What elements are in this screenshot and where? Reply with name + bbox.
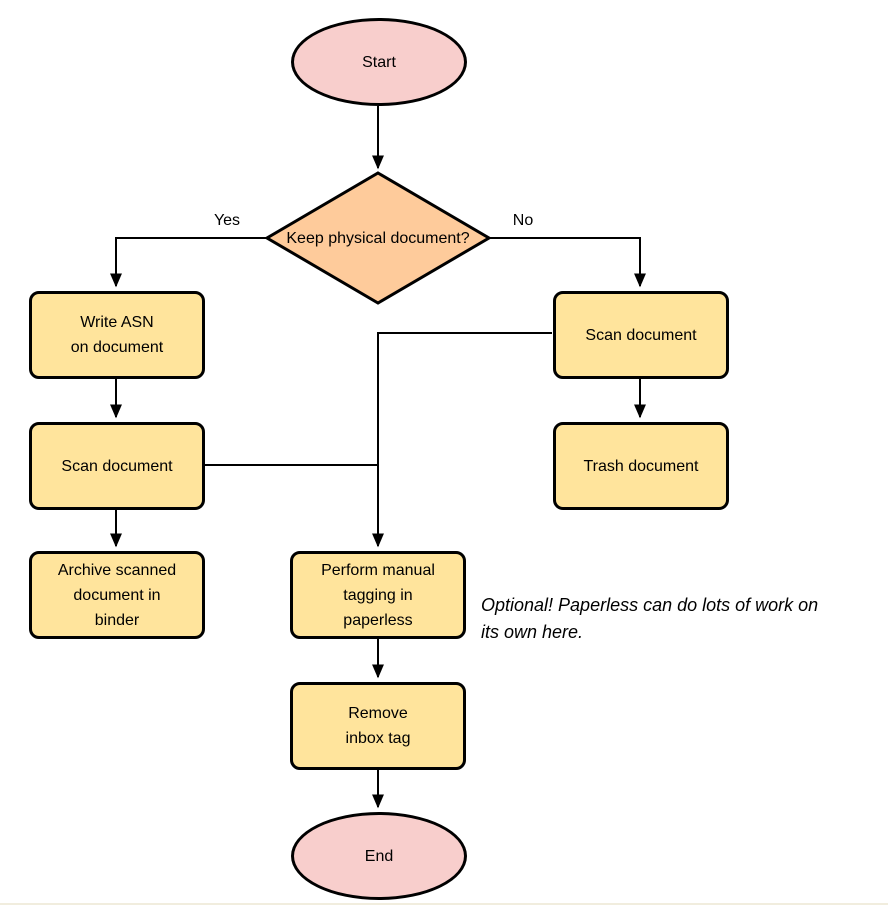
edge-label-yes: Yes <box>213 212 241 229</box>
decision-label: Keep physical document? <box>286 229 470 247</box>
end-label: End <box>364 847 394 865</box>
edge-scan-right-to-tagging <box>372 332 552 548</box>
write-asn-node: Write ASN on document <box>29 291 205 379</box>
scan-document-right-node: Scan document <box>553 291 729 379</box>
trash-document-label: Trash document <box>583 457 699 475</box>
remove-inbox-tag-label: Remove inbox tag <box>345 705 411 747</box>
edge-decision-yes-to-write-asn <box>110 237 267 288</box>
archive-node: Archive scanned document in binder <box>29 551 205 639</box>
end-node: End <box>291 812 467 900</box>
decision-node-shape <box>264 171 492 305</box>
start-node: Start <box>291 18 467 106</box>
remove-inbox-tag-node: Remove inbox tag <box>290 682 466 770</box>
manual-tagging-node: Perform manual tagging in paperless <box>290 551 466 639</box>
scan-document-left-node: Scan document <box>29 422 205 510</box>
trash-document-node: Trash document <box>553 422 729 510</box>
start-label: Start <box>362 53 396 71</box>
optional-note: Optional! Paperless can do lots of work … <box>481 595 819 642</box>
bottom-edge-divider <box>0 903 888 905</box>
archive-label: Archive scanned document in binder <box>57 561 177 629</box>
scan-document-right-label: Scan document <box>585 326 697 344</box>
manual-tagging-label: Perform manual tagging in paperless <box>321 561 435 629</box>
edge-decision-no-to-scan-right <box>489 237 646 288</box>
scan-document-left-label: Scan document <box>61 457 173 475</box>
edge-label-no: No <box>512 212 534 229</box>
write-asn-label: Write ASN on document <box>70 314 164 356</box>
